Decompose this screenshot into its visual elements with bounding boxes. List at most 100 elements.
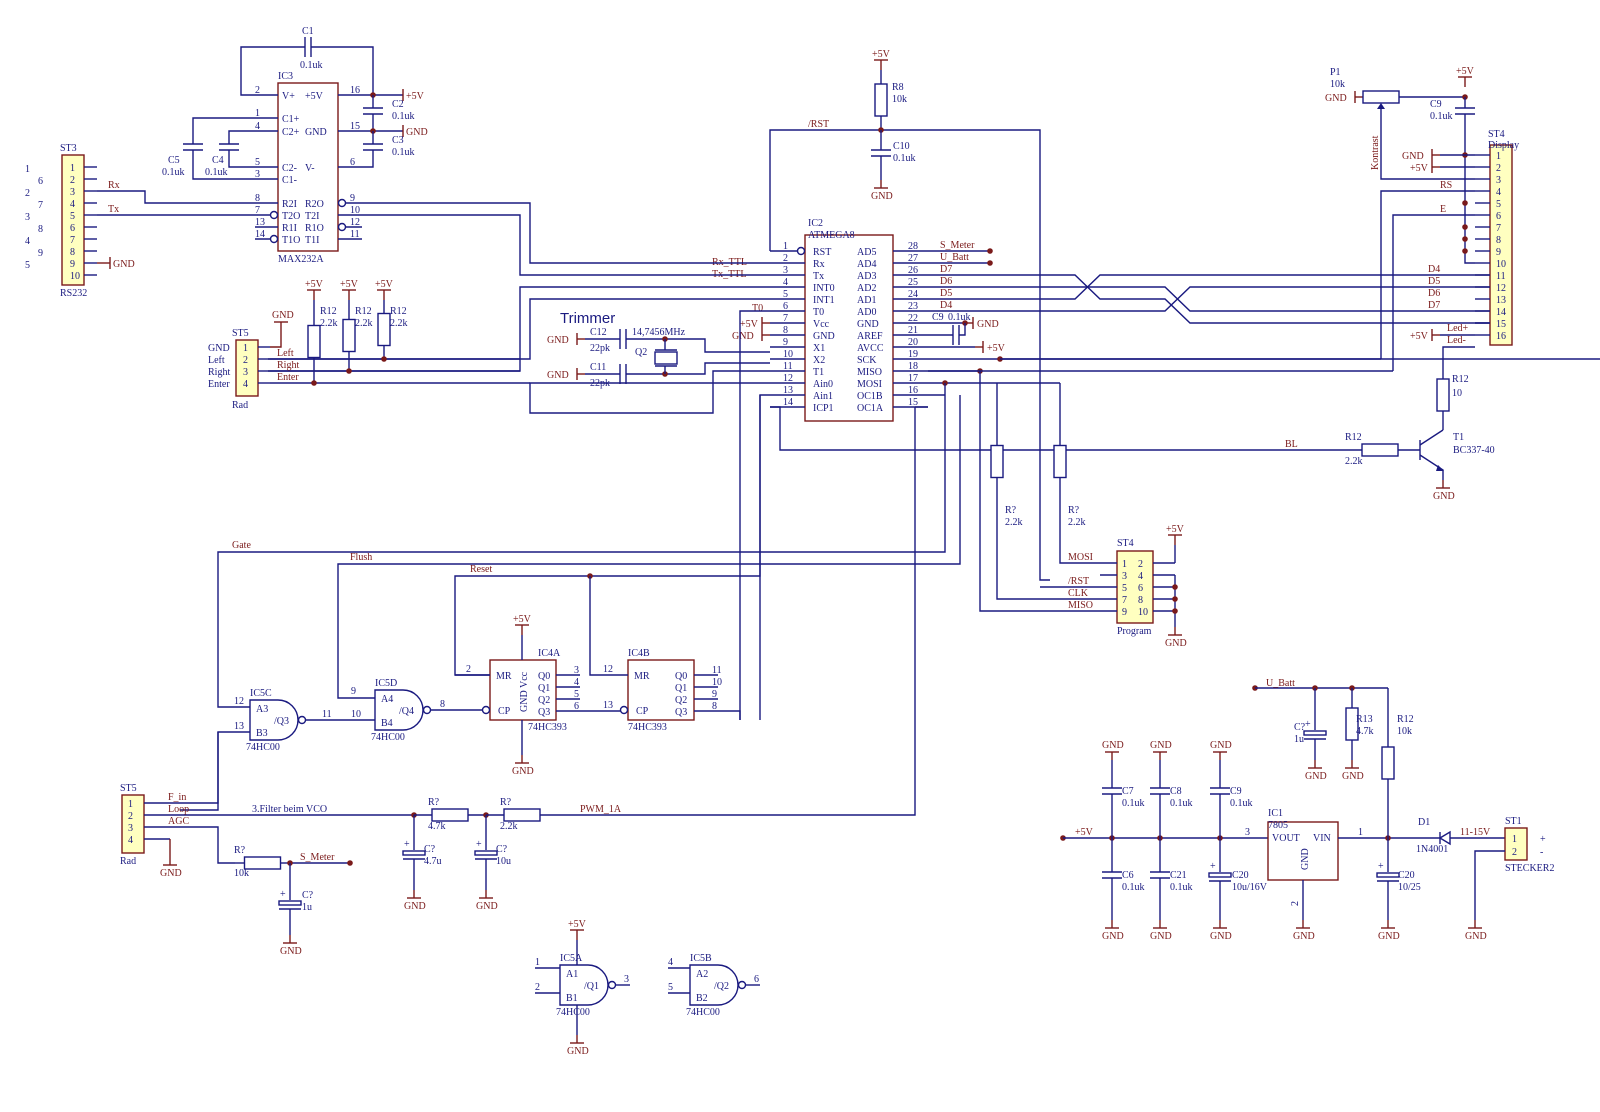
- ic2-pin-label: X2: [813, 355, 825, 366]
- net-d5-disp: D5: [1428, 276, 1440, 287]
- gate-output: /Q4: [399, 706, 414, 717]
- ic2-pin-num: 4: [783, 277, 788, 288]
- cap-ref: C20: [1398, 870, 1415, 881]
- ic2-pin-label: AD5: [857, 247, 876, 258]
- gate-input-a: A2: [696, 969, 708, 980]
- ic3-pin-label: C1+: [282, 114, 300, 125]
- net-plus5v: +5V: [1075, 827, 1094, 838]
- junction-dot: [311, 380, 317, 386]
- wire: [228, 150, 255, 168]
- ic2-pin-label: AD1: [857, 295, 876, 306]
- pin: 11: [712, 665, 722, 676]
- st3-pin: 4: [70, 199, 75, 210]
- wire: [928, 274, 1490, 324]
- pin: 3: [574, 665, 579, 676]
- st5b-pin: 2: [128, 811, 133, 822]
- wire: [759, 394, 770, 720]
- st1-connector: [1504, 827, 1528, 861]
- st5-ref: ST5: [232, 328, 249, 339]
- st5-label: GND: [208, 343, 230, 354]
- gnd-label: GND: [1293, 931, 1315, 942]
- ic2-pin-label: RST: [813, 247, 831, 258]
- pullup-value: 2.2k: [355, 318, 373, 329]
- display-pin: 13: [1496, 295, 1506, 306]
- cbat-ref: C?: [1294, 722, 1306, 733]
- ic3-pin-num: 8: [255, 193, 260, 204]
- r8-value: 10k: [892, 94, 907, 105]
- ic3-pin-label: R1O: [305, 223, 324, 234]
- c4-ref: C4: [212, 155, 224, 166]
- cbat-value: 1u: [1294, 734, 1304, 745]
- ic2-pin-num: 27: [908, 253, 918, 264]
- wire: [529, 370, 770, 414]
- junction-dot: [346, 368, 352, 374]
- gnd-label: GND: [567, 1046, 589, 1057]
- ic2-pin-label: Vcc: [813, 319, 830, 330]
- ic2-pin-label: ICP1: [813, 403, 834, 414]
- ic2-pin-num: 15: [908, 397, 918, 408]
- capacitor-c-filter-1: [402, 850, 426, 856]
- junction-dot: [381, 356, 387, 362]
- gnd-label: GND: [1165, 638, 1187, 649]
- inversion-bubble: [422, 705, 432, 715]
- st1-minus: -: [1540, 847, 1543, 858]
- pin: 6: [754, 974, 759, 985]
- ic3-pin-label: V-: [305, 163, 315, 174]
- inversion-bubble: [619, 705, 629, 715]
- r-isp1-value: 2.2k: [1005, 517, 1023, 528]
- wire: [1442, 346, 1475, 360]
- pin: 4: [668, 957, 673, 968]
- ic2-pin-label: INT1: [813, 295, 835, 306]
- vcc-label: +5V: [1410, 331, 1429, 342]
- gnd-label: GND: [732, 331, 754, 342]
- wire: [626, 362, 770, 375]
- c12-value: 22pk: [590, 343, 610, 354]
- pin: 2: [535, 982, 540, 993]
- resistor-r12-base: [1361, 443, 1399, 457]
- gate-input-b: B4: [381, 718, 393, 729]
- wire: [1419, 429, 1444, 446]
- ic3-pin-label: R2O: [305, 199, 324, 210]
- cf2-value: 10u: [496, 856, 511, 867]
- gnd-label: GND: [1305, 771, 1327, 782]
- trimmer-label: Trimmer: [560, 310, 615, 327]
- ic2-pin-num: 18: [908, 361, 918, 372]
- r12-psu-value: 10k: [1397, 726, 1412, 737]
- wire: [1464, 114, 1475, 264]
- gate-ref: IC5B: [690, 953, 712, 964]
- net-tx: Tx: [108, 204, 119, 215]
- junction-dot: [1462, 224, 1468, 230]
- ic3-pin-num: 6: [350, 157, 355, 168]
- nand-ic5a: [559, 964, 609, 1006]
- isp-pin: 7: [1122, 595, 1127, 606]
- net-rx: Rx: [108, 180, 120, 191]
- st3-pin: 2: [70, 175, 75, 186]
- ic2-pin-num: 20: [908, 337, 918, 348]
- pin: 5: [574, 689, 579, 700]
- ic4a-q: Q0: [538, 671, 550, 682]
- plus-sign: +: [1210, 861, 1216, 872]
- st3-name: RS232: [60, 288, 87, 299]
- gate-input-b: B3: [256, 728, 268, 739]
- ic1-ref: IC1: [1268, 808, 1283, 819]
- wire: [1380, 190, 1475, 359]
- c-agc-ref: C?: [302, 890, 314, 901]
- c5-ref: C5: [168, 155, 180, 166]
- potentiometer-p1: [1362, 90, 1400, 104]
- r12b-value: 2.2k: [1345, 456, 1363, 467]
- r13-ref: R13: [1356, 714, 1373, 725]
- ic4a-part: 74HC393: [528, 722, 567, 733]
- st5-pin: 2: [243, 355, 248, 366]
- c10-ref: C10: [893, 141, 910, 152]
- cap-ref: C6: [1122, 870, 1134, 881]
- display-pin: 8: [1496, 235, 1501, 246]
- ic2-pin-label: GND: [813, 331, 835, 342]
- pin: 9: [351, 686, 356, 697]
- pin: 8: [712, 701, 717, 712]
- cap-value: 0.1uk: [1122, 798, 1145, 809]
- pin: 6: [574, 701, 579, 712]
- ic4b-q: Q2: [675, 695, 687, 706]
- junction-dot: [1172, 596, 1178, 602]
- ic2-pin-label: T0: [813, 307, 824, 318]
- gate-ref: IC5A: [560, 953, 583, 964]
